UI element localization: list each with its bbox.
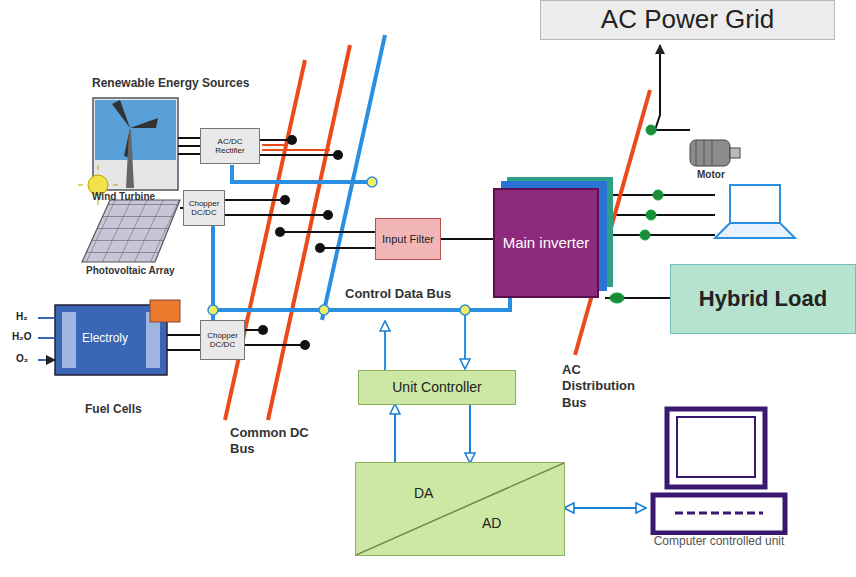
diagram-label: AC Distribution Bus [562, 362, 654, 411]
chopper-box: Chopper DC/DC [200, 320, 245, 360]
inverter-box: Main inverter [493, 188, 599, 298]
converter-label: DA [412, 485, 435, 501]
rectifier-box: AC/DC Rectifier [200, 128, 260, 164]
converter-label: AD [480, 515, 503, 531]
fuel-cell-icon [38, 300, 180, 375]
diagram-label: Renewable Energy Sources [92, 76, 249, 90]
node-text: Chopper DC/DC [203, 331, 242, 349]
wind-turbine-icon [93, 98, 178, 190]
connector [469, 405, 471, 462]
control-wiring [213, 165, 510, 320]
laptop-icon [715, 185, 795, 238]
grid-feed-arrow [655, 45, 660, 130]
diagram-label: Electroly [82, 331, 128, 345]
grid-box: AC Power Grid [540, 0, 835, 40]
diagram-label: Motor [697, 169, 725, 180]
computer-unit: Computer controlled unit [645, 405, 793, 553]
node-text: Unit Controller [392, 379, 481, 395]
diagram-label: Photovoltaic Array [86, 265, 175, 276]
control-arrows [385, 312, 465, 370]
ac-junction-dots [610, 125, 663, 303]
junction-dots [258, 135, 343, 350]
diagram-label: Control Data Bus [345, 286, 451, 301]
diagram-label: H₂ [16, 311, 28, 322]
load-box: Hybrid Load [670, 264, 856, 334]
connector [394, 405, 396, 462]
node-text: Computer controlled unit [654, 535, 785, 549]
diagram-label: Common DC Bus [230, 425, 310, 458]
node-text: Input Filter [382, 233, 434, 246]
diagram-label: Wind Turbine [92, 191, 155, 202]
converter-box: DA AD [355, 462, 565, 556]
red-wires [262, 145, 330, 150]
node-text: AC Power Grid [601, 5, 774, 35]
diagram-label: O₂ [16, 353, 28, 364]
photovoltaic-array-icon [78, 165, 180, 262]
connector [441, 238, 493, 240]
dc-bus-lines [225, 35, 385, 420]
node-text: Chopper DC/DC [186, 199, 222, 217]
diagram-label: Fuel Cells [85, 402, 142, 416]
node-text: AC/DC Rectifier [203, 137, 257, 155]
connector [565, 507, 645, 509]
filter-box: Input Filter [375, 218, 441, 260]
chopper-box: Chopper DC/DC [183, 190, 225, 226]
bus-taps [208, 177, 470, 315]
node-text: Hybrid Load [699, 286, 827, 311]
motor-icon [690, 140, 740, 166]
node-text: Main inverter [503, 234, 590, 251]
computer-icon [645, 405, 793, 535]
controller-box: Unit Controller [358, 370, 516, 405]
diagonal-divider [356, 463, 564, 555]
diagram-label: H₂O [12, 331, 31, 342]
